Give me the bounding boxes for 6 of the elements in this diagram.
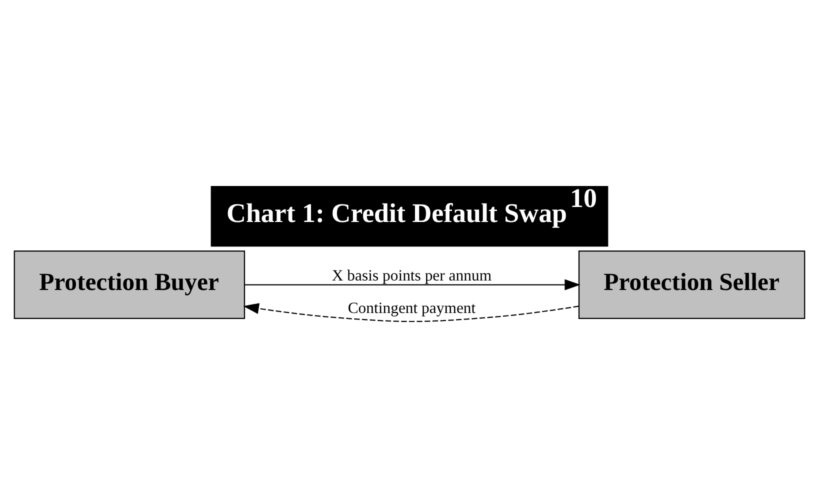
node-box: Protection Buyer [14, 250, 246, 318]
arrow [244, 278, 580, 290]
edge-label: X basis points per annum [332, 266, 492, 284]
edge-label: Contingent payment [348, 300, 476, 317]
arrow [243, 302, 579, 322]
node-box: Protection Seller [578, 250, 806, 318]
